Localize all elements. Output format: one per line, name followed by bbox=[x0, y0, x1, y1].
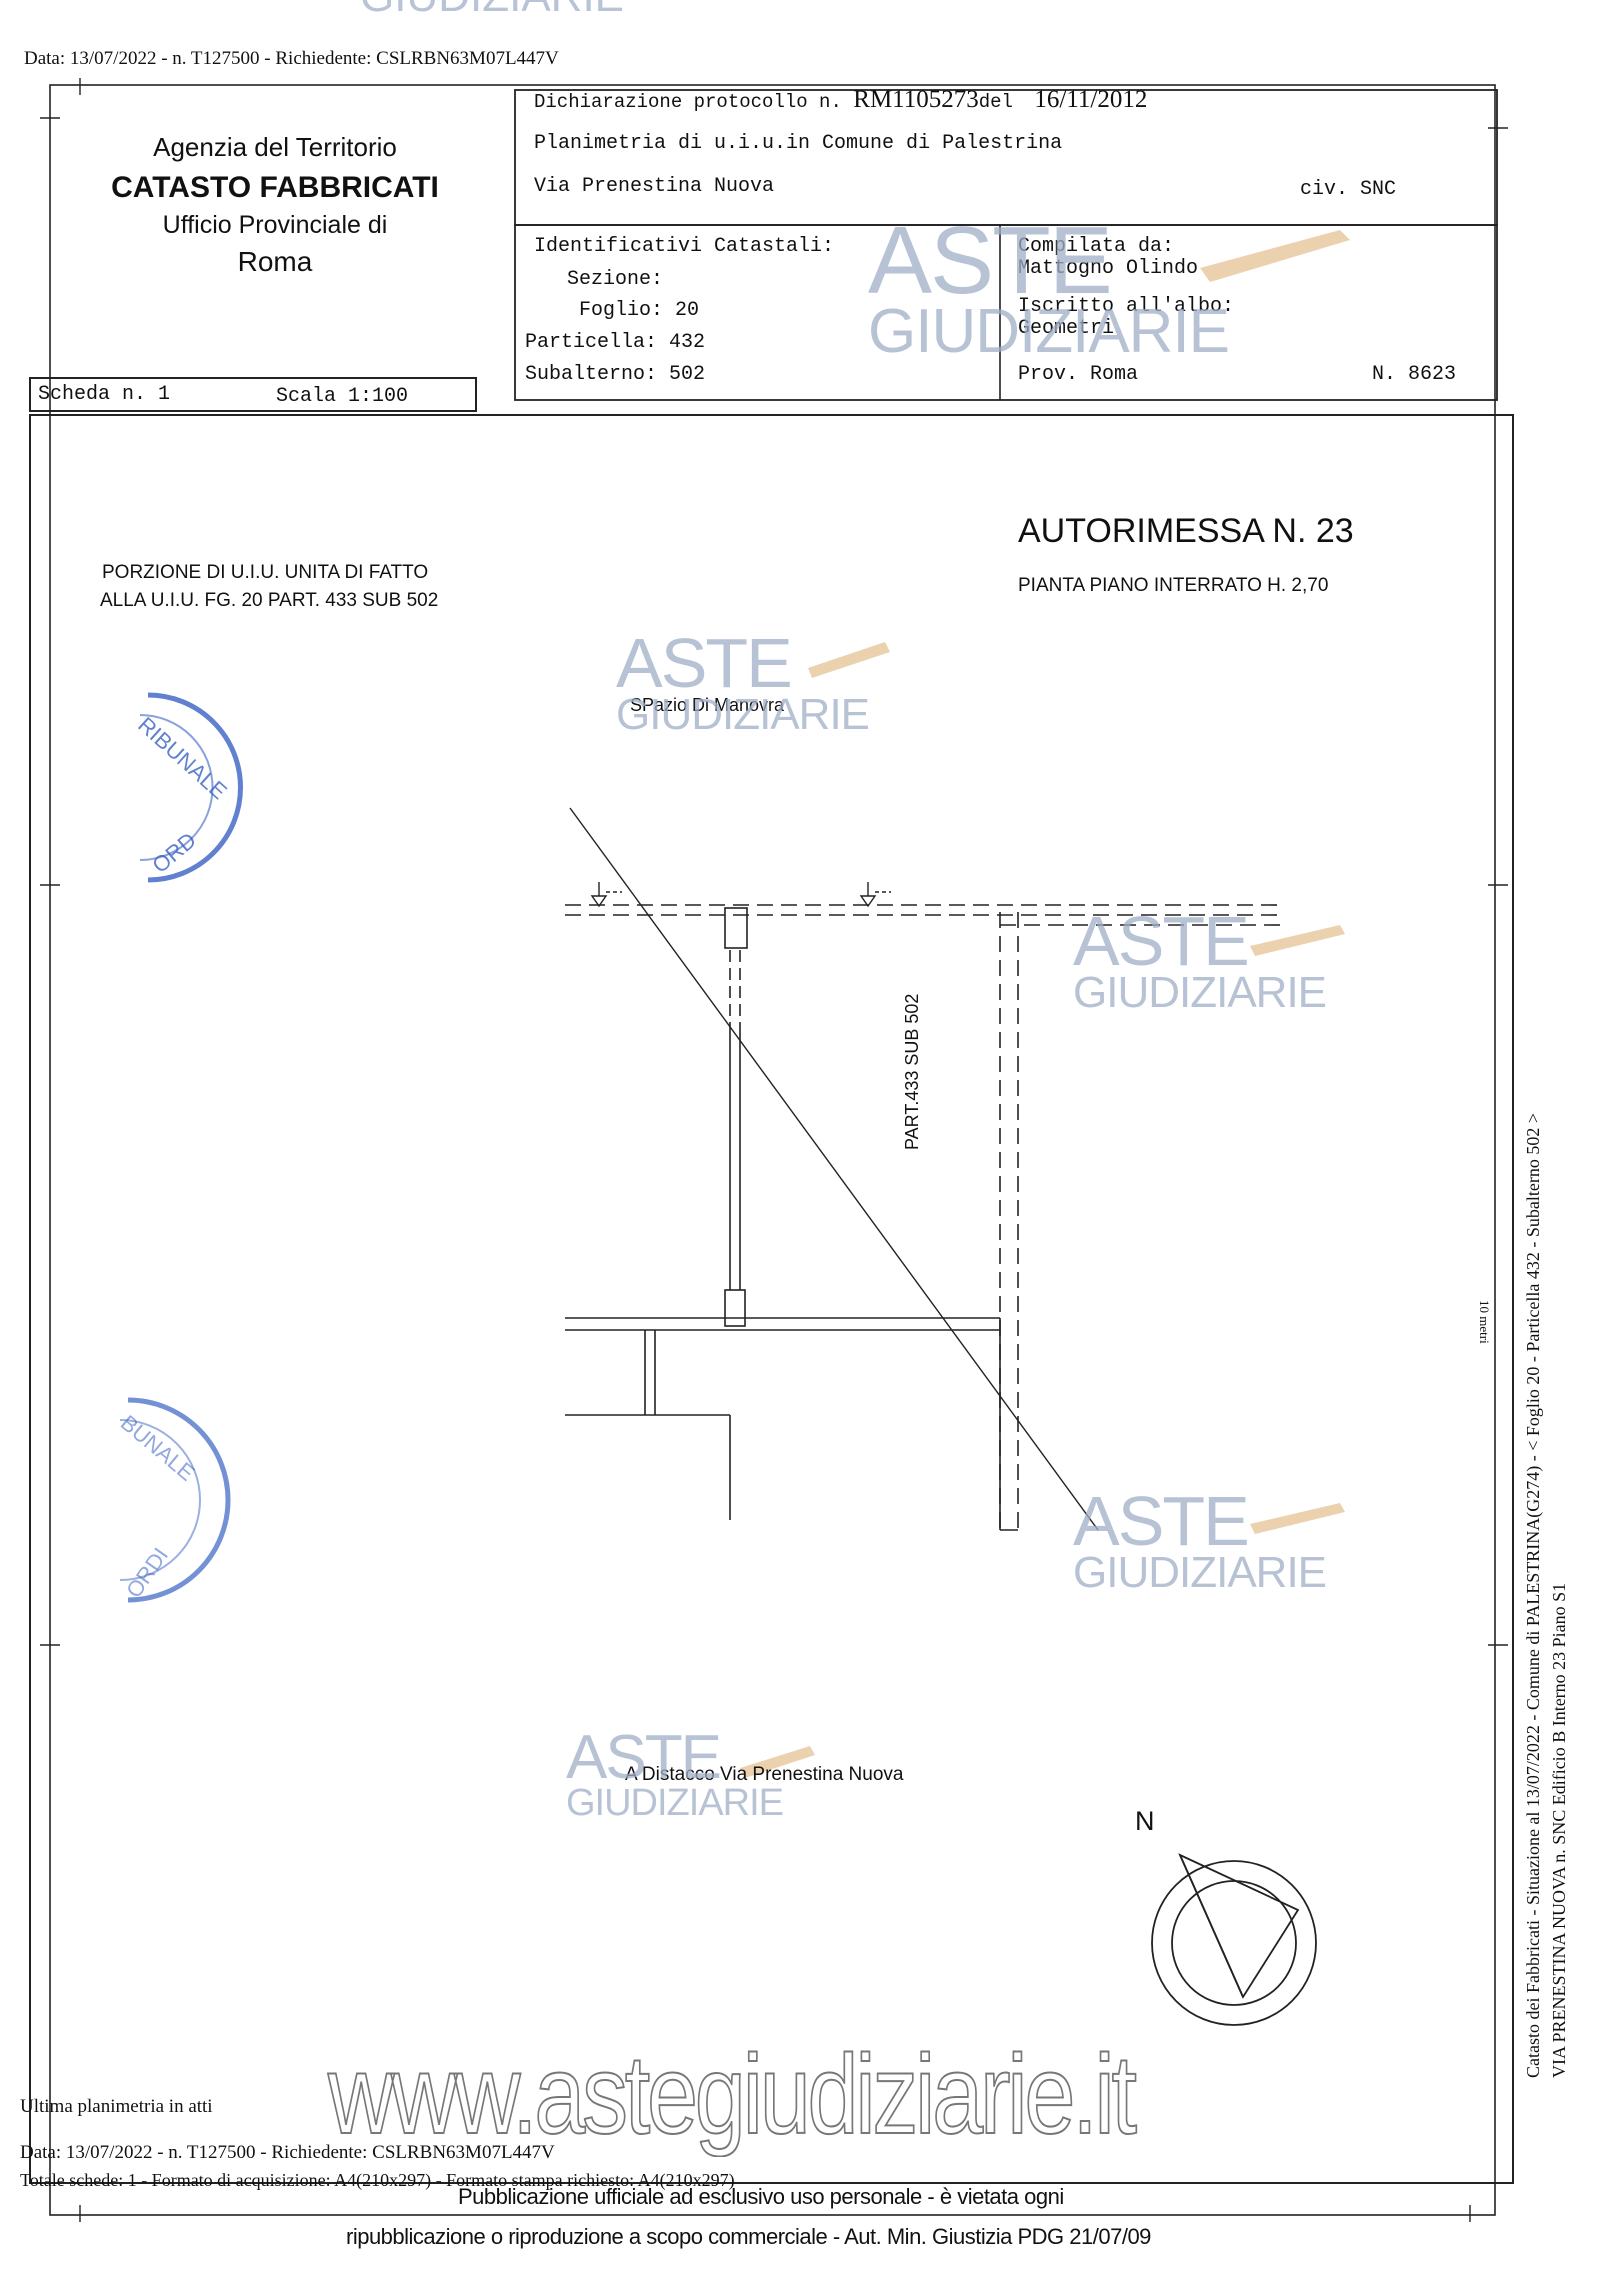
iscritto-label: Iscritto all'albo: bbox=[1018, 295, 1235, 318]
ultima-planimetria: Ultima planimetria in atti bbox=[20, 2096, 213, 2117]
identifiers-title: Identificativi Catastali: bbox=[534, 235, 835, 258]
top-watermark: GIUDIZIARIE bbox=[360, 0, 624, 22]
side-scale-mark: 10 metri bbox=[1477, 1300, 1492, 1344]
giudiziarie-watermark-word: GIUDIZIARIE bbox=[868, 297, 1230, 367]
scheda-label: Scheda n. 1 bbox=[38, 383, 171, 406]
giudiziarie-watermark-word: GIUDIZIARIE bbox=[1073, 1548, 1327, 1597]
part-433-label: PART.433 SUB 502 bbox=[902, 993, 922, 1150]
sezione-field: Sezione: bbox=[567, 268, 664, 291]
aste-watermark-4: ASTE GIUDIZIARIE bbox=[1073, 1482, 1327, 1597]
province: Prov. Roma bbox=[1018, 363, 1139, 386]
giudiziarie-watermark-word: GIUDIZIARIE bbox=[1073, 968, 1327, 1017]
agency-name: Agenzia del Territorio bbox=[153, 132, 397, 162]
request-header-line: Data: 13/07/2022 - n. T127500 - Richiede… bbox=[24, 48, 559, 69]
agency-catasto: CATASTO FABBRICATI bbox=[111, 171, 439, 204]
footer-totale-line: Totale schede: 1 - Formato di acquisizio… bbox=[20, 2170, 735, 2190]
protocol-number: RM1105273 bbox=[853, 86, 979, 113]
registration-number: N. 8623 bbox=[1372, 363, 1457, 386]
aste-watermark-2: ASTE GIUDIZIARIE bbox=[616, 624, 870, 739]
footer-notice-2: ripubblicazione o riproduzione a scopo c… bbox=[346, 2224, 1151, 2249]
aste-watermark-1: ASTE GIUDIZIARIE bbox=[868, 207, 1230, 367]
plan-title: AUTORIMESSA N. 23 bbox=[1018, 512, 1354, 550]
giudiziarie-watermark-word: GIUDIZIARIE bbox=[616, 690, 870, 739]
aste-watermark-word: ASTE bbox=[868, 207, 1113, 314]
porzione-line-2: ALLA U.I.U. FG. 20 PART. 433 SUB 502 bbox=[100, 590, 439, 611]
declaration-prefix: Dichiarazione protocollo n. bbox=[534, 91, 842, 113]
aste-watermark-word: ASTE bbox=[616, 624, 793, 702]
giudiziarie-watermark-word: GIUDIZIARIE bbox=[566, 1781, 784, 1824]
aste-watermark-3: ASTE GIUDIZIARIE bbox=[1073, 902, 1327, 1017]
aste-watermark-5: ASTE GIUDIZIARIE bbox=[566, 1723, 784, 1824]
subalterno-field: Subalterno: 502 bbox=[525, 363, 706, 386]
address-line: Via Prenestina Nuova bbox=[534, 175, 775, 198]
compiler-name: Mattogno Olindo bbox=[1018, 257, 1199, 280]
side-text-line-1: Catasto dei Fabbricati - Situazione al 1… bbox=[1523, 1112, 1543, 2078]
declaration-date: 16/11/2012 bbox=[1034, 86, 1148, 113]
civic-number: civ. SNC bbox=[1300, 178, 1397, 201]
plan-subtitle: PIANTA PIANO INTERRATO H. 2,70 bbox=[1018, 575, 1329, 596]
footer-data-line: Data: 13/07/2022 - n. T127500 - Richiede… bbox=[20, 2142, 555, 2163]
agency-city: Roma bbox=[237, 246, 313, 277]
declaration-line: Dichiarazione protocollo n. RM1105273del… bbox=[534, 86, 1147, 114]
agency-block: Agenzia del Territorio CATASTO FABBRICAT… bbox=[60, 132, 490, 278]
scala-label: Scala 1:100 bbox=[276, 385, 409, 408]
declaration-del: del bbox=[978, 91, 1013, 113]
aste-watermark-word: ASTE bbox=[1073, 1482, 1250, 1560]
foglio-field: Foglio: 20 bbox=[579, 299, 700, 322]
north-label: N bbox=[1135, 1806, 1155, 1836]
site-watermark: www.astegiudiziarie.it bbox=[327, 2031, 1138, 2158]
distacco-label: A Distacco Via Prenestina Nuova bbox=[625, 1764, 904, 1785]
agency-ufficio: Ufficio Provinciale di bbox=[162, 211, 388, 239]
porzione-line-1: PORZIONE DI U.I.U. UNITA DI FATTO bbox=[102, 562, 429, 583]
aste-watermark-word: ASTE bbox=[1073, 902, 1250, 980]
spazio-manovra-label: SPazio Di Manovra bbox=[630, 695, 785, 715]
side-text-line-2: VIA PRENESTINA NUOVA n. SNC Edificio B I… bbox=[1549, 1582, 1569, 2078]
footer-notice-1: Pubblicazione ufficiale ad esclusivo uso… bbox=[458, 2184, 1064, 2209]
particella-field: Particella: 432 bbox=[525, 331, 706, 354]
planimetria-line: Planimetria di u.i.u.in Comune di Palest… bbox=[534, 132, 1063, 155]
albo-value: Geometri bbox=[1018, 317, 1115, 340]
compilata-label: Compilata da: bbox=[1018, 235, 1175, 258]
aste-watermark-word: ASTE bbox=[566, 1723, 722, 1792]
